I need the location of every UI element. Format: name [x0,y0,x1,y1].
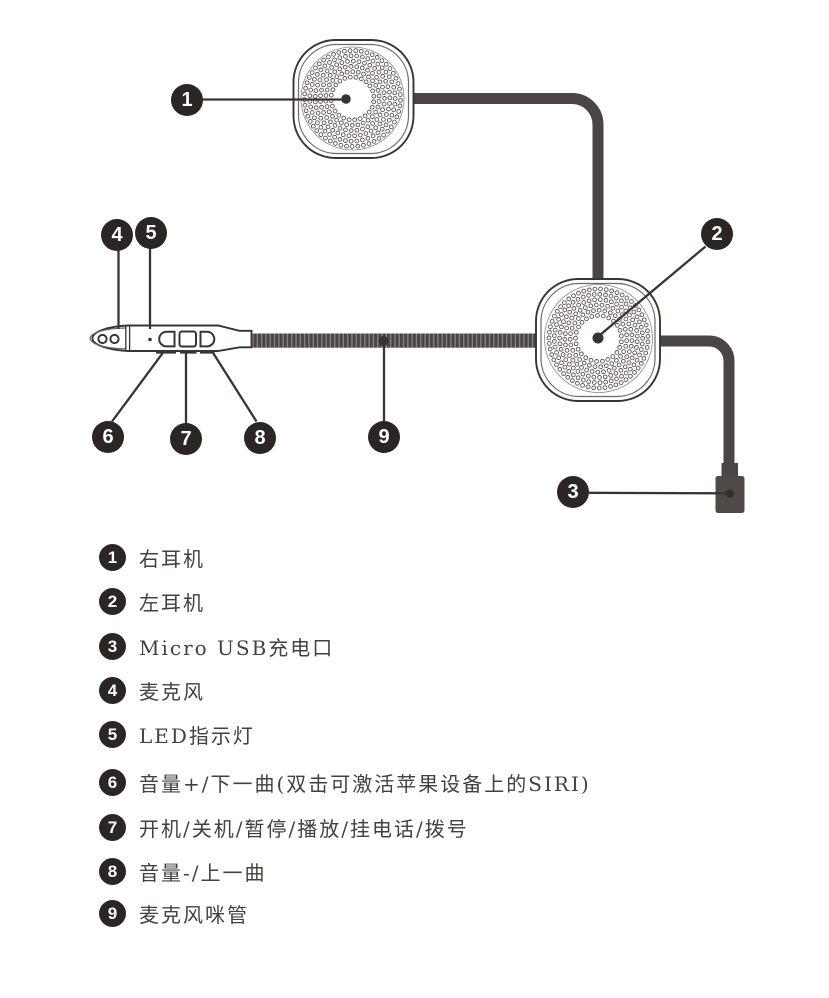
callout-dot-3 [725,489,735,498]
callout-line-3 [588,491,728,495]
legend-item-label: Micro USB充电口 [139,635,335,660]
callout-dot-1 [341,94,351,104]
callout-lines [111,94,728,495]
volume-up-button [158,330,176,348]
legend-item: 5 LED指示灯 [99,720,255,749]
micro-usb-connector [715,463,745,513]
callout-line-6 [111,351,165,423]
legend-item: 6 音量+/下一曲(双击可激活苹果设备上的SIRI) [99,768,591,797]
callout-bubble-power: 7 [170,423,202,455]
legend-item-label: 麦克风咪管 [139,902,249,927]
callout-dot-2 [592,332,604,344]
callout-bubble-mic-boom: 9 [368,421,400,453]
volume-down-button [199,330,216,348]
legend-item: 4 麦克风 [99,676,205,705]
legend-num-badge: 9 [99,899,126,927]
legend-num-badge: 4 [99,676,126,704]
callout-bubble-volume-up: 6 [92,421,124,453]
legend-num-badge: 5 [99,720,126,748]
legend-num-badge: 1 [99,543,126,571]
legend-item-label: 音量-/上一曲 [139,860,267,885]
earphone-cable [413,93,735,467]
legend-item-label: 右耳机 [139,546,205,571]
legend-item: 8 音量-/上一曲 [99,857,267,886]
power-button [178,330,197,348]
legend-num-badge: 6 [99,768,126,796]
legend-item: 1 右耳机 [99,543,205,572]
mic-boom-cable [250,333,540,348]
legend-item: 9 麦克风咪管 [99,899,249,928]
mic-hole [97,333,108,345]
legend-num-badge: 3 [99,632,126,660]
callout-line-2 [599,245,707,336]
legend-num-badge: 7 [99,813,126,841]
callout-bubble-left-earphone: 2 [701,218,733,250]
speaker-grille-pattern [302,48,403,149]
legend-num-badge: 2 [99,587,126,615]
callout-bubble-microphone: 4 [101,219,133,251]
led-indicator [148,337,152,342]
legend-item: 7 开机/关机/暂停/播放/挂电话/拨号 [99,813,469,842]
legend-num-badge: 8 [99,857,126,885]
legend-item: 2 左耳机 [99,587,205,616]
control-unit [89,324,253,354]
legend-item-label: 左耳机 [139,590,205,615]
callout-bubble-usb-port: 3 [557,476,589,508]
mic-hole [109,333,120,345]
callout-bubble-led: 5 [135,217,167,249]
headset-diagram [89,39,745,513]
speaker-grille-pattern [546,286,651,391]
legend-item-label: 麦克风 [139,679,205,704]
callout-bubble-volume-down: 8 [244,422,276,454]
legend-item-label: LED指示灯 [139,723,255,748]
callout-dot-9 [378,336,389,346]
callout-line-8 [211,351,258,423]
callout-bubble-right-earphone: 1 [171,84,203,116]
legend-item-label: 音量+/下一曲(双击可激活苹果设备上的SIRI) [139,771,591,796]
legend-item: 3 Micro USB充电口 [99,632,334,661]
legend-item-label: 开机/关机/暂停/播放/挂电话/拨号 [139,816,469,841]
right-earphone [292,39,415,159]
